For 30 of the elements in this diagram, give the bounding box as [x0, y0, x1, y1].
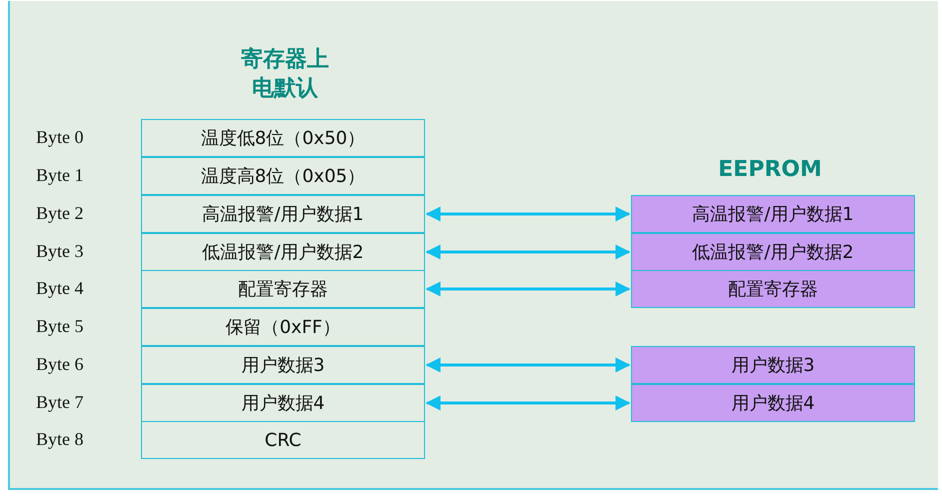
register-cell: CRC	[141, 421, 425, 459]
eeprom-cell: 用户数据4	[631, 384, 915, 422]
double-arrow	[426, 206, 630, 222]
double-arrow	[426, 358, 630, 372]
eeprom-cell: 高温报警/用户数据1	[631, 195, 915, 233]
byte-label: Byte 6	[36, 354, 84, 375]
eeprom-cell: 用户数据3	[631, 346, 915, 384]
double-arrow	[426, 244, 630, 260]
byte-label: Byte 2	[36, 203, 84, 224]
register-cell: 温度高8位（0x05）	[141, 157, 425, 195]
double-arrow	[426, 282, 630, 296]
double-arrow	[426, 396, 630, 410]
eeprom-heading: EEPROM	[717, 156, 823, 184]
register-cell: 温度低8位（0x50）	[141, 119, 425, 157]
register-cell: 高温报警/用户数据1	[141, 195, 425, 233]
byte-label: Byte 7	[36, 392, 84, 413]
register-heading: 寄存器上电默认	[240, 46, 330, 103]
register-cell: 用户数据4	[141, 384, 425, 422]
byte-label: Byte 8	[36, 429, 84, 450]
byte-label: Byte 4	[36, 278, 84, 299]
byte-label: Byte 0	[36, 127, 84, 148]
register-cell: 用户数据3	[141, 346, 425, 384]
register-cell: 保留（0xFF）	[141, 308, 425, 346]
eeprom-cell: 低温报警/用户数据2	[631, 233, 915, 271]
byte-label: Byte 3	[36, 241, 84, 262]
eeprom-cell: 配置寄存器	[631, 270, 915, 308]
register-cell: 配置寄存器	[141, 270, 425, 308]
byte-label: Byte 1	[36, 165, 84, 186]
byte-label: Byte 5	[36, 316, 84, 337]
register-cell: 低温报警/用户数据2	[141, 233, 425, 271]
